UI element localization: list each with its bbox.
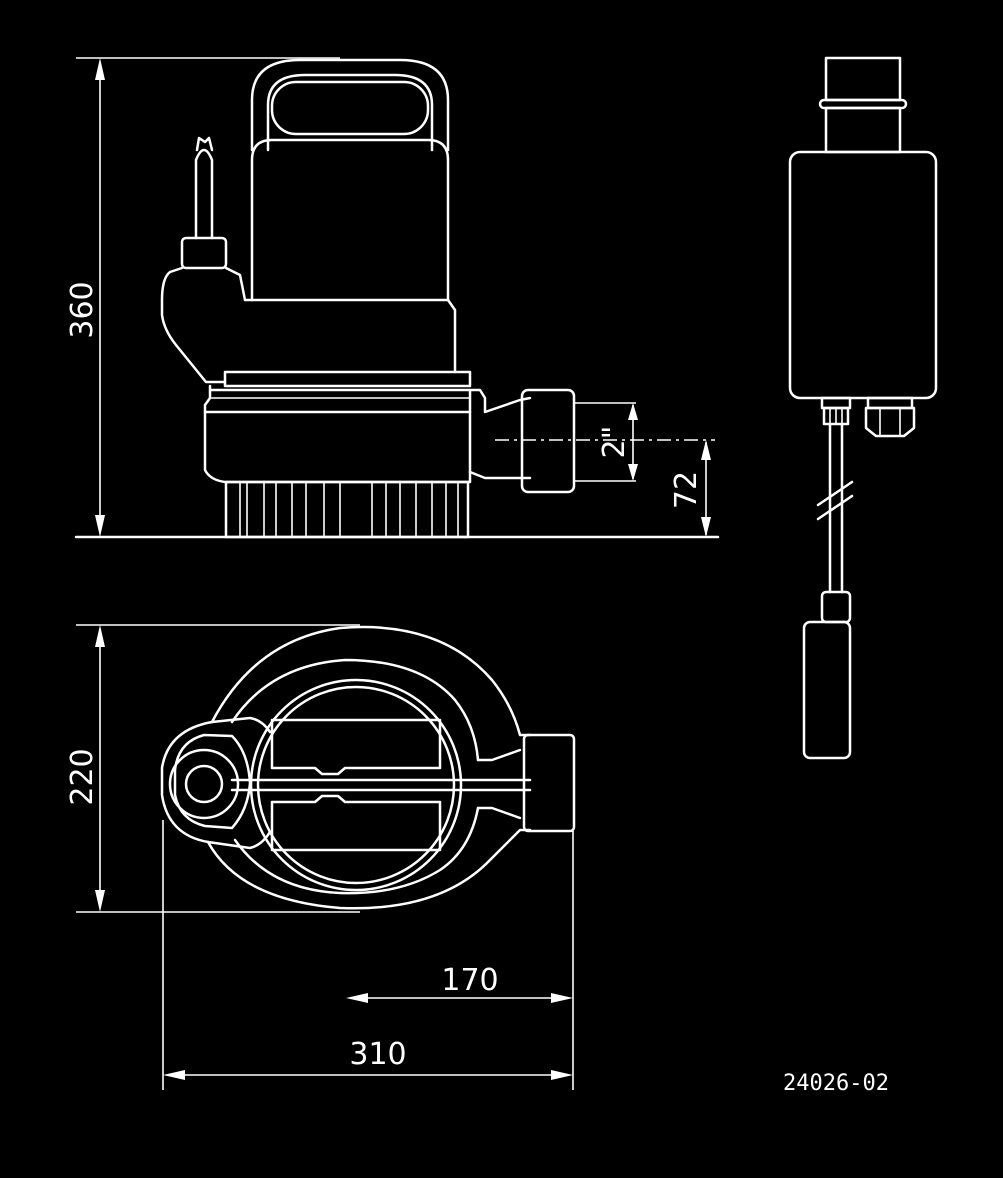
dimension-outlet-height-label: 72: [669, 471, 704, 509]
handle-grip-upper: [270, 718, 442, 776]
strainer-slots: [239, 482, 459, 537]
switch-gland-right-top: [866, 396, 914, 410]
body-inner-top: [230, 658, 480, 762]
switch-plug-top: [824, 56, 902, 102]
shoulder-left: [160, 266, 247, 384]
motor-circle-outer: [249, 678, 463, 892]
float-collar: [820, 590, 852, 624]
outlet-coupling: [520, 388, 576, 494]
drawing-reference-number: 24026-02: [783, 1071, 889, 1096]
cable-break-lower: [816, 494, 854, 521]
cable-arm-end: [160, 720, 214, 844]
volute-body: [203, 384, 472, 484]
dimension-width-label: 220: [65, 748, 100, 805]
float-body: [802, 620, 852, 760]
switch-box: [788, 150, 938, 400]
cable-boss-inner: [184, 764, 224, 804]
dimension-height-label: 360: [65, 281, 100, 338]
strainer-base: [224, 480, 470, 539]
dimension-height: 360: [65, 58, 105, 537]
cable-boss-outer: [168, 748, 240, 820]
body-inner-bottom: [233, 806, 480, 895]
pump-side-view: 360 2" 72: [65, 57, 720, 539]
dimension-length: 310: [163, 1037, 573, 1080]
pump-top-view: 220 170 310: [65, 624, 576, 1090]
outlet-top-lower: [476, 806, 522, 820]
cable-break-upper: [816, 480, 854, 507]
dimension-length-label: 310: [349, 1037, 406, 1072]
outlet-top-upper: [476, 748, 522, 762]
dimension-width: 220: [65, 625, 105, 912]
outlet-top-coupling: [522, 733, 576, 833]
cable-entry-block: [180, 236, 228, 270]
handle-grip: [270, 80, 430, 136]
motor-housing: [250, 138, 450, 302]
handle-outer: [250, 58, 450, 152]
dimension-outlet-size-label: 2": [597, 426, 632, 459]
body-outer-bottom: [206, 828, 532, 910]
dimension-outlet-offset: 170: [346, 963, 573, 1003]
dimension-outlet-height: 72: [669, 440, 711, 537]
switch-gland-right: [864, 406, 916, 438]
outlet-lower-profile: [468, 470, 532, 480]
cable-arm: [206, 716, 272, 850]
cable-gland: [194, 148, 214, 240]
cable-end: [195, 136, 214, 152]
handle-inner: [266, 73, 434, 152]
body-outer-top: [210, 625, 532, 737]
dimension-outlet-offset-label: 170: [441, 963, 498, 998]
cable-arm-inner: [173, 733, 252, 830]
handle-grip-lower: [270, 794, 442, 852]
dimension-outlet-size: 2": [597, 403, 638, 481]
switch-gland-left-top: [820, 396, 852, 410]
shoulder-right: [446, 298, 457, 374]
switch-plug-neck: [824, 106, 902, 154]
float-switch: [788, 56, 938, 760]
motor-circle-inner: [256, 685, 456, 885]
pump-collar: [223, 370, 472, 388]
